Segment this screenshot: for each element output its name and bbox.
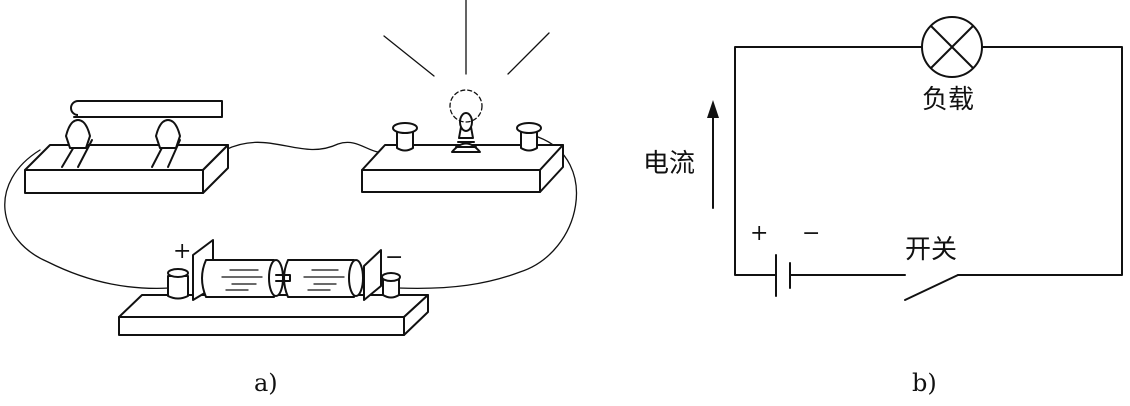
load-lamp-symbol bbox=[921, 16, 983, 78]
load-label: 负载 bbox=[922, 85, 974, 115]
lamp-base bbox=[361, 0, 564, 193]
wire-top-left bbox=[734, 46, 923, 276]
plus-label: + bbox=[750, 221, 768, 246]
clip-right bbox=[363, 249, 382, 301]
switch-blade bbox=[904, 274, 959, 301]
minus-label: − bbox=[802, 221, 820, 246]
caption-a: a) bbox=[254, 369, 278, 397]
current-label: 电流 bbox=[643, 149, 695, 179]
cell-1 bbox=[201, 259, 284, 298]
wire-top-right bbox=[957, 46, 1123, 276]
panel-a-physical-circuit: + − a) bbox=[4, 0, 578, 397]
panel-b-schematic: 负载 电流 开关 + − b) bbox=[643, 16, 1123, 397]
terminal-right bbox=[516, 122, 542, 152]
knife-switch bbox=[24, 100, 229, 194]
terminal-left bbox=[392, 122, 418, 152]
current-arrow bbox=[707, 100, 719, 209]
caption-b: b) bbox=[912, 369, 937, 397]
switch-label: 开关 bbox=[905, 235, 957, 265]
light-bulb bbox=[449, 89, 483, 153]
battery-minus-label: − bbox=[385, 245, 403, 270]
terminal-minus bbox=[381, 272, 401, 299]
battery-holder bbox=[118, 239, 429, 336]
terminal-plus bbox=[167, 268, 189, 300]
wires bbox=[4, 136, 578, 289]
light-rays bbox=[383, 0, 550, 77]
cell-2 bbox=[283, 259, 364, 298]
battery-plus-label: + bbox=[173, 239, 191, 264]
battery-symbol bbox=[775, 254, 791, 297]
